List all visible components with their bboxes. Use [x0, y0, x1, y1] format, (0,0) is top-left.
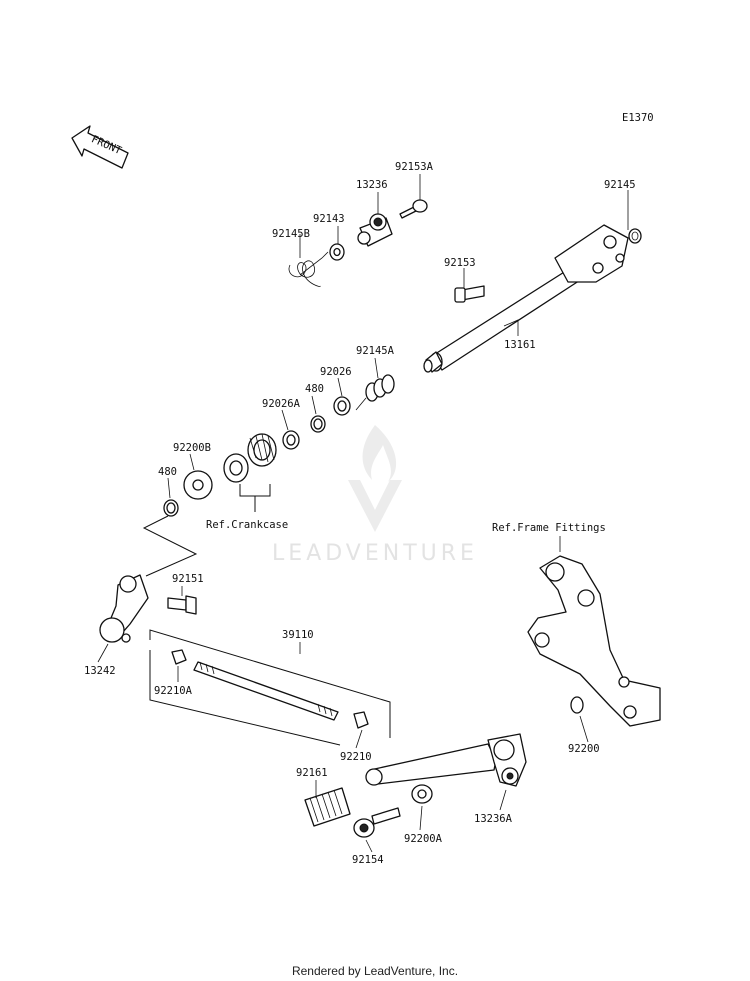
washer-92200A: [411, 784, 433, 804]
circlip-480-lower: [163, 499, 179, 517]
circlip-480-upper: [310, 415, 326, 433]
label-13236: 13236: [356, 179, 388, 191]
spring-92145B: [288, 251, 329, 287]
washer-92026A: [282, 430, 300, 450]
washer-92200: [570, 696, 584, 714]
label-92210A: 92210A: [154, 685, 193, 697]
label-92026A: 92026A: [262, 398, 301, 410]
nut-92210A: [171, 649, 187, 665]
footer-credit: Rendered by LeadVenture, Inc.: [292, 964, 458, 978]
label-480-upper: 480: [305, 383, 324, 395]
watermark-v-icon: [348, 480, 402, 532]
collar-92143: [329, 243, 345, 261]
label-92200A: 92200A: [404, 833, 443, 845]
leader-lines: [97, 174, 629, 853]
circlip-leader-line: [142, 515, 198, 577]
front-arrow-icon: FRONT: [71, 125, 129, 169]
needle-bearing: [247, 433, 277, 467]
pedal-rubber-92161: [304, 787, 351, 827]
label-92210: 92210: [340, 751, 372, 763]
bolt-92151: [167, 595, 197, 615]
label-92145: 92145: [604, 179, 636, 191]
label-92153: 92153: [444, 257, 476, 269]
tie-rod-bracket: [149, 629, 391, 746]
bolt-92153A: [399, 199, 428, 219]
label-92200: 92200: [568, 743, 600, 755]
label-92145A: 92145A: [356, 345, 395, 357]
bolt-92154: [353, 807, 401, 838]
label-13236A: 13236A: [474, 813, 513, 825]
shift-arm-13242: [99, 574, 149, 643]
spring-92145: [628, 228, 642, 244]
label-92200B: 92200B: [173, 442, 211, 454]
watermark-flame-icon: [362, 425, 397, 482]
tie-rod-39110: [193, 661, 339, 721]
label-39110: 39110: [282, 629, 314, 641]
watermark-text: LEADVENTURE: [272, 541, 478, 566]
shift-shaft-13161: [423, 224, 629, 373]
washer-92026: [333, 396, 351, 416]
frame-fitting-bracket: [527, 555, 661, 727]
ref-crankcase: Ref.Crankcase: [206, 519, 288, 531]
shift-pedal-13236A: [365, 733, 527, 787]
washer-92200B: [183, 470, 213, 500]
crankcase-bracket: [239, 484, 271, 512]
label-92161: 92161: [296, 767, 328, 779]
oil-seal: [223, 453, 249, 483]
label-92145B: 92145B: [272, 228, 310, 240]
label-480-lower: 480: [158, 466, 177, 478]
label-92143: 92143: [313, 213, 345, 225]
label-13242: 13242: [84, 665, 116, 677]
lever-13236: [357, 213, 393, 247]
diagram-id: E1370: [622, 112, 654, 124]
label-92153A: 92153A: [395, 161, 434, 173]
label-92026: 92026: [320, 366, 352, 378]
ref-frame-fittings: Ref.Frame Fittings: [492, 522, 606, 534]
label-92154: 92154: [352, 854, 384, 866]
nut-92210: [353, 711, 369, 729]
spring-92145A: [355, 374, 395, 411]
leadventure-watermark: LEADVENTURE: [272, 425, 478, 566]
label-92151: 92151: [172, 573, 204, 585]
label-13161: 13161: [504, 339, 536, 351]
bolt-92153: [454, 285, 485, 303]
